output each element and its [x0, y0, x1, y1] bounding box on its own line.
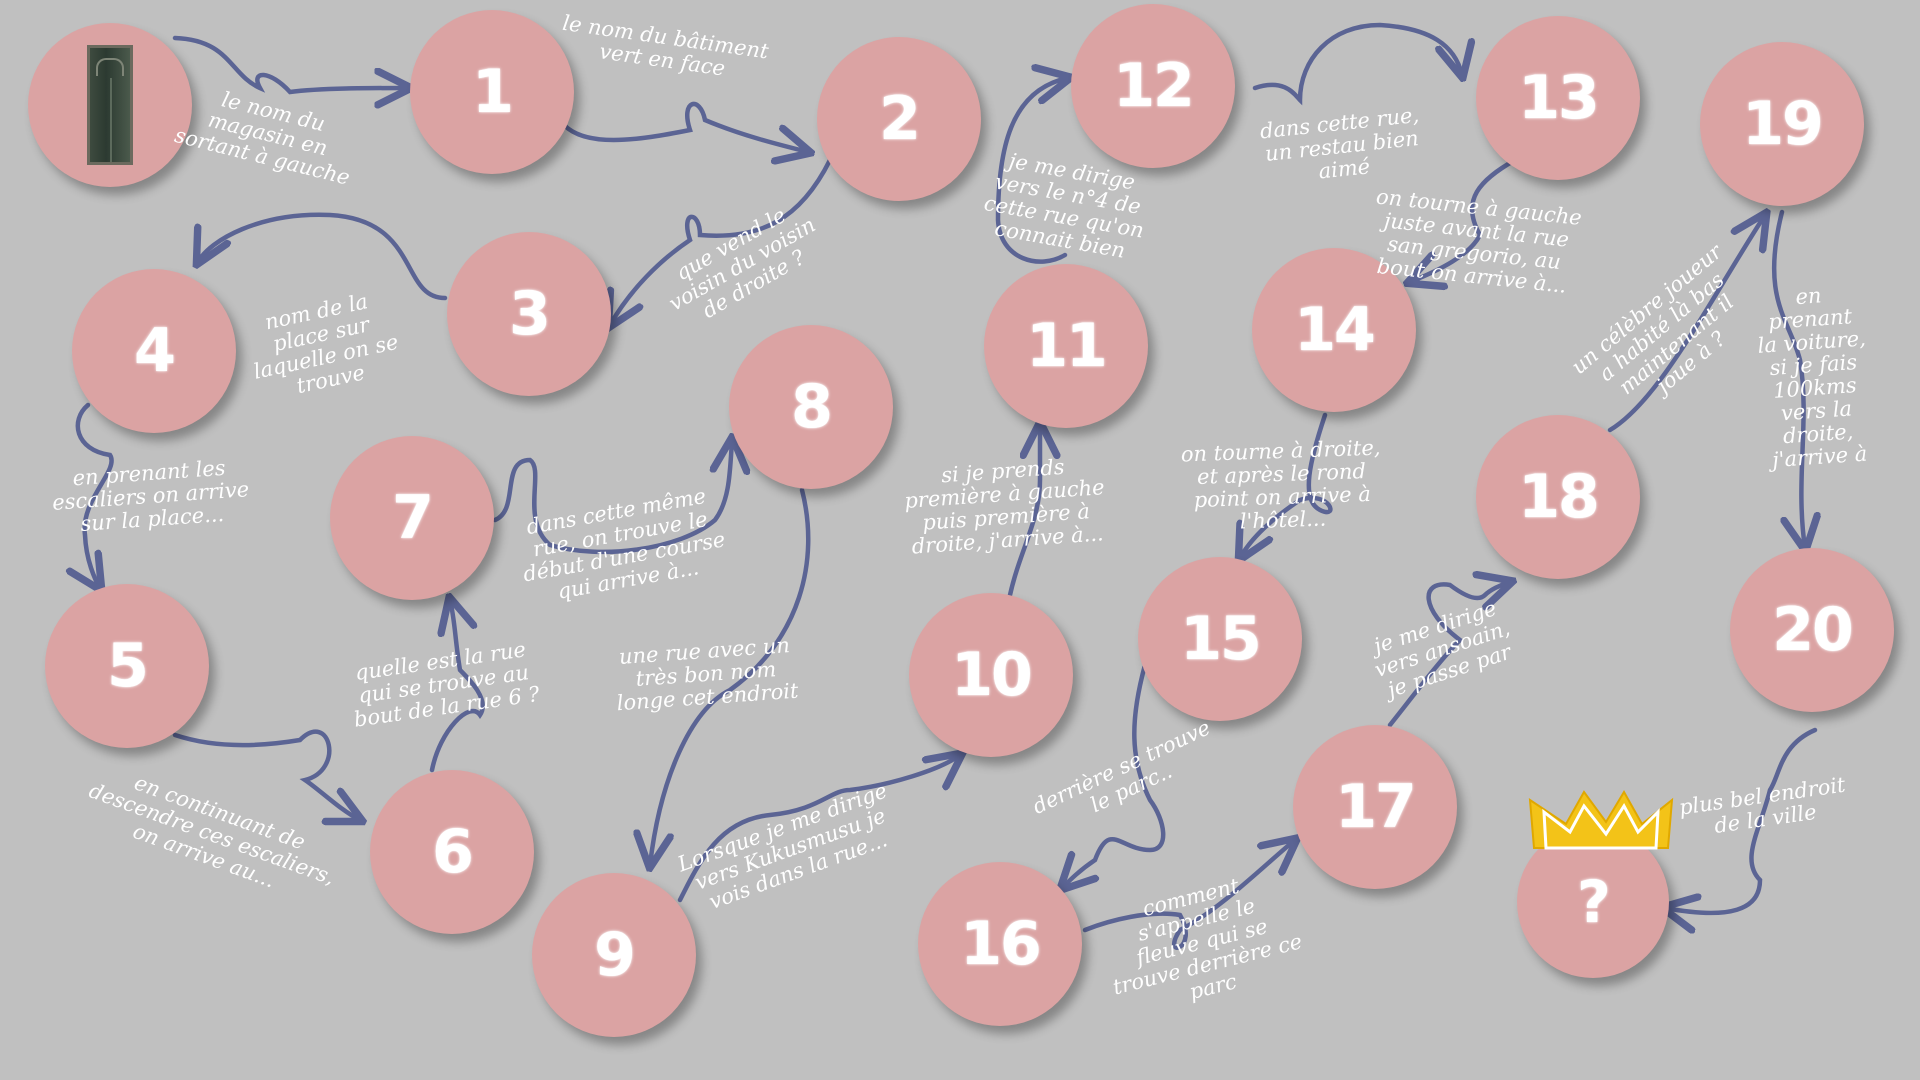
arrow-11-12 [995, 78, 1068, 264]
step-5-node[interactable]: 5 [45, 584, 209, 748]
step-4-label: 4 [134, 316, 176, 386]
step-13-node[interactable]: 13 [1476, 16, 1640, 180]
step-5-label: 5 [107, 631, 149, 701]
step-16-label: 16 [960, 909, 1041, 979]
clue-19-to-20: en prenant la voiture, si je fais 100kms… [1756, 283, 1868, 473]
arrow-3-4 [198, 212, 448, 301]
start-node[interactable] [28, 23, 192, 187]
arrow-2-3 [610, 157, 833, 325]
step-7-label: 7 [392, 483, 434, 553]
arrow-start-1 [172, 35, 408, 92]
step-15-node[interactable]: 15 [1138, 557, 1302, 721]
step-1-label: 1 [472, 57, 514, 127]
step-12-node[interactable]: 12 [1071, 4, 1235, 168]
step-20-label: 20 [1772, 595, 1853, 665]
step-2-label: 2 [879, 84, 921, 154]
step-4-node[interactable]: 4 [72, 269, 236, 433]
arrow-20-final [1665, 727, 1818, 913]
step-18-node[interactable]: 18 [1476, 415, 1640, 579]
step-15-label: 15 [1180, 604, 1261, 674]
arrow-7-8 [492, 440, 732, 555]
step-9-label: 9 [594, 920, 636, 990]
arrow-10-11 [1007, 425, 1040, 598]
step-2-node[interactable]: 2 [817, 37, 981, 201]
clue-10-to-11: si je prends première à gauche puis prem… [903, 454, 1106, 559]
step-17-label: 17 [1335, 772, 1416, 842]
step-8-node[interactable]: 8 [729, 325, 893, 489]
step-18-label: 18 [1518, 462, 1599, 532]
clue-4-to-5: en prenant les escaliers on arrive sur l… [51, 455, 250, 536]
step-19-label: 19 [1742, 89, 1823, 159]
step-10-node[interactable]: 10 [909, 593, 1073, 757]
final-node[interactable]: ? [1517, 826, 1669, 978]
arrow-17-18 [1387, 582, 1510, 728]
arrow-6-7 [429, 600, 485, 773]
door-photo-icon [87, 45, 133, 165]
step-13-label: 13 [1518, 63, 1599, 133]
arrow-16-17 [1082, 840, 1295, 950]
final-label: ? [1577, 868, 1611, 936]
step-1-node[interactable]: 1 [410, 10, 574, 174]
step-11-label: 11 [1026, 311, 1107, 381]
step-6-label: 6 [432, 817, 474, 887]
arrow-5-6 [172, 729, 360, 820]
step-16-node[interactable]: 16 [918, 862, 1082, 1026]
step-9-node[interactable]: 9 [532, 873, 696, 1037]
arrow-12-13 [1252, 22, 1462, 106]
arrow-4-5 [78, 402, 114, 588]
clue-14-to-15: on tourne à droite, et après le rond poi… [1180, 435, 1381, 534]
step-3-label: 3 [509, 279, 551, 349]
arrow-1-2 [557, 101, 808, 152]
arrow-13-14 [1410, 157, 1518, 282]
step-14-label: 14 [1294, 295, 1375, 365]
step-20-node[interactable]: 20 [1730, 548, 1894, 712]
crown-icon [1528, 790, 1674, 850]
arrow-14-15 [1240, 412, 1333, 558]
step-8-label: 8 [791, 372, 833, 442]
step-19-node[interactable]: 19 [1700, 42, 1864, 206]
step-12-label: 12 [1113, 51, 1194, 121]
step-17-node[interactable]: 17 [1293, 725, 1457, 889]
step-6-node[interactable]: 6 [370, 770, 534, 934]
step-10-label: 10 [951, 640, 1032, 710]
step-3-node[interactable]: 3 [447, 232, 611, 396]
clue-8-to-9: une rue avec un très bon nom longe cet e… [615, 633, 800, 716]
step-7-node[interactable]: 7 [330, 436, 494, 600]
arrow-18-19 [1607, 215, 1765, 433]
arrow-9-10 [677, 755, 960, 903]
step-11-node[interactable]: 11 [984, 264, 1148, 428]
arrow-19-20 [1771, 209, 1805, 548]
arrow-15-16 [1062, 662, 1166, 888]
arrow-8-9 [650, 487, 811, 865]
step-14-node[interactable]: 14 [1252, 248, 1416, 412]
